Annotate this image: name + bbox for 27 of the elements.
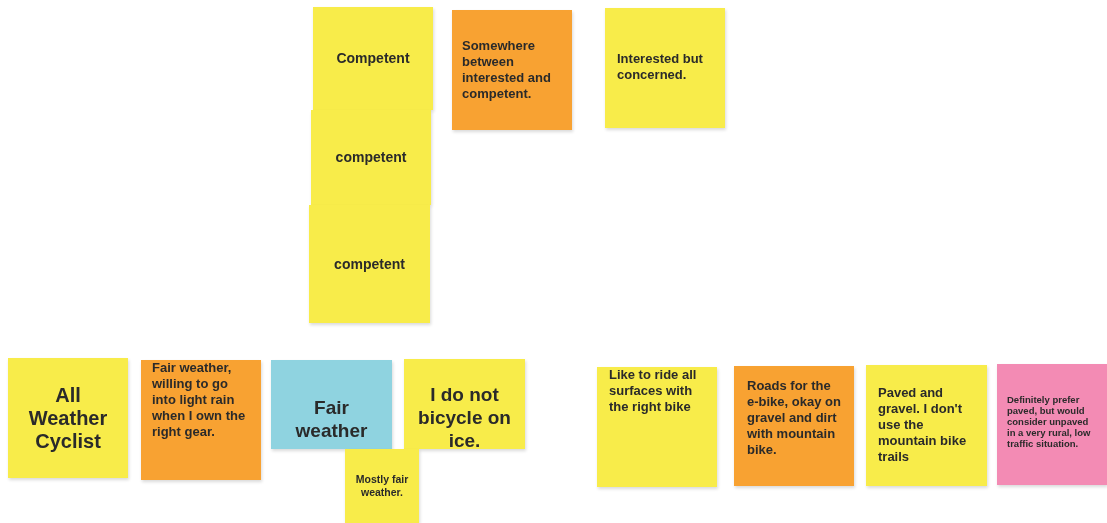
note-text: Somewhere between interested and competent. (462, 38, 552, 102)
sticky-note (309, 205, 430, 323)
sticky-note (605, 8, 725, 128)
note-text: Competent (336, 49, 410, 68)
sticky-note (141, 360, 261, 480)
note-text: Interested but concerned. (617, 51, 704, 83)
sticky-note (866, 365, 987, 486)
note-text: Fair weather (294, 396, 369, 442)
sticky-note (8, 358, 128, 478)
sticky-note (404, 359, 525, 449)
sticky-note (997, 364, 1107, 485)
note-text: competent (335, 148, 407, 167)
note-text: Like to ride all surfaces with the right bike (609, 367, 698, 415)
sticky-note (597, 367, 717, 487)
note-text: Mostly fair weather. (354, 473, 410, 499)
note-text: Fair weather, willing to go into light rain when I own the right gear. (152, 360, 247, 440)
note-text: I do not bicycle on ice. (417, 383, 512, 452)
sticky-note (271, 360, 392, 449)
note-text: Paved and gravel. I don't use the mountain bike trails (878, 385, 968, 465)
sticky-note (734, 366, 854, 486)
note-text: Roads for the e-bike, okay on gravel and dirt with mountain bike. (747, 378, 841, 458)
note-text: Definitely prefer paved, but would consider unpaved in a very rural, low traffic situation. (1007, 394, 1092, 449)
note-text: All Weather Cyclist (27, 383, 109, 453)
note-text: competent (334, 254, 405, 274)
sticky-note (345, 449, 419, 523)
sticky-note (452, 10, 572, 130)
sticky-note (313, 7, 433, 110)
